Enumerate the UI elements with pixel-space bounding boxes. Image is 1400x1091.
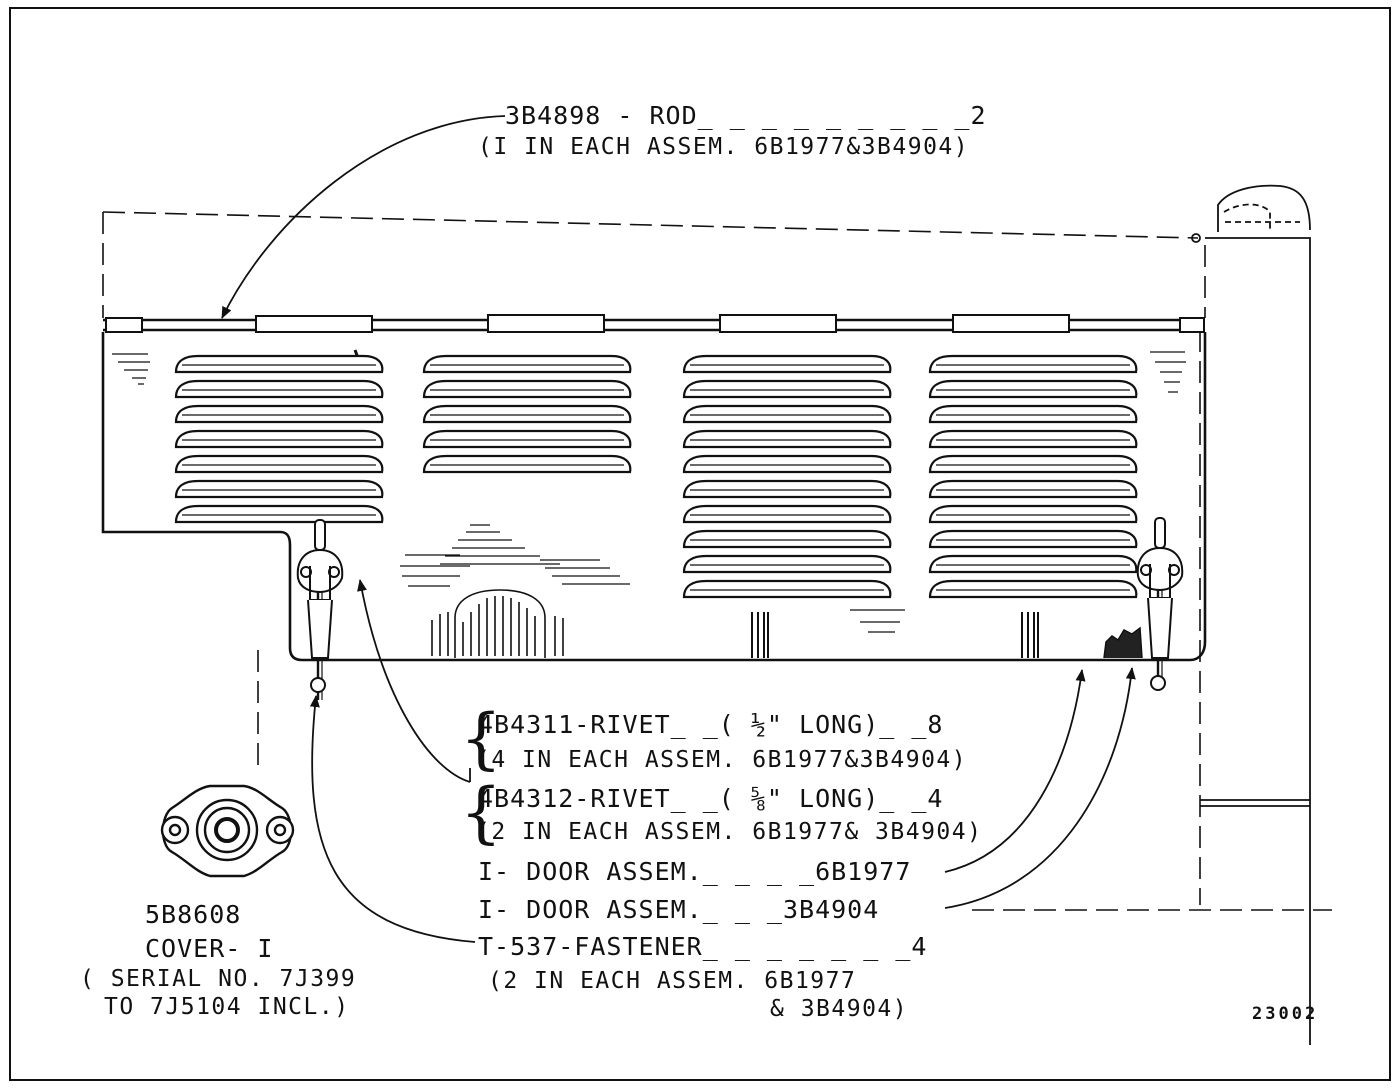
- door-panel: [101, 332, 1207, 662]
- side-column: [1200, 237, 1311, 1045]
- fastener-callout-line3: & 3B4904): [770, 996, 909, 1022]
- filler-cap: [1191, 184, 1311, 243]
- rivet-long-callout-line1: 4B4312-RIVET_ _( ⅝" LONG)_ _4: [478, 784, 944, 813]
- rivet-short-callout-line1: 4B4311-RIVET_ _( ½" LONG)_ _8: [478, 710, 944, 739]
- figure-number: 23002: [1252, 1004, 1319, 1024]
- hinge-rod: [103, 314, 1205, 333]
- fastener-right: [1136, 517, 1184, 691]
- cover-serial-line2: TO 7J5104 INCL.): [104, 994, 350, 1020]
- rivet-long-callout-line2: (2 IN EACH ASSEM. 6B1977& 3B4904): [476, 819, 983, 845]
- page-frame: [9, 7, 1391, 1081]
- cover-part-number: 5B8608: [145, 900, 242, 929]
- door-assem-3b4904: I- DOOR ASSEM._ _ _3B4904: [478, 895, 880, 924]
- housing-outline: [102, 211, 1332, 911]
- cover-part: [160, 784, 295, 878]
- support-posts: [751, 612, 1039, 658]
- rivet-brace-icon: {: [460, 700, 502, 777]
- louver-bank-2: [422, 354, 632, 474]
- leader-lines: [221, 115, 1136, 943]
- rod-callout-line1: 3B4898 - ROD_ _ _ _ _ _ _ _ _2: [505, 101, 987, 130]
- door-assem-6b1977: I- DOOR ASSEM._ _ _ _6B1977: [478, 857, 912, 886]
- fastener-callout-line2: (2 IN EACH ASSEM. 6B1977: [488, 968, 857, 994]
- louver-bank-4: [928, 354, 1138, 599]
- rivet-brace-lower-icon: {: [460, 774, 502, 851]
- fastener-callout-line1: T-537-FASTENER_ _ _ _ _ _ _4: [478, 932, 928, 961]
- rod-callout-line2: (I IN EACH ASSEM. 6B1977&3B4904): [478, 134, 970, 160]
- louver-bank-1: [174, 354, 384, 524]
- ribbed-cutout: [431, 589, 564, 658]
- louver-bank-3: [682, 354, 892, 599]
- fastener-left: [296, 519, 344, 700]
- broken-corner: [1103, 626, 1143, 659]
- cover-serial-line1: ( SERIAL NO. 7J399: [80, 966, 357, 992]
- rivet-short-callout-line2: (4 IN EACH ASSEM. 6B1977&3B4904): [476, 747, 968, 773]
- cover-part-name: COVER- I: [145, 934, 274, 963]
